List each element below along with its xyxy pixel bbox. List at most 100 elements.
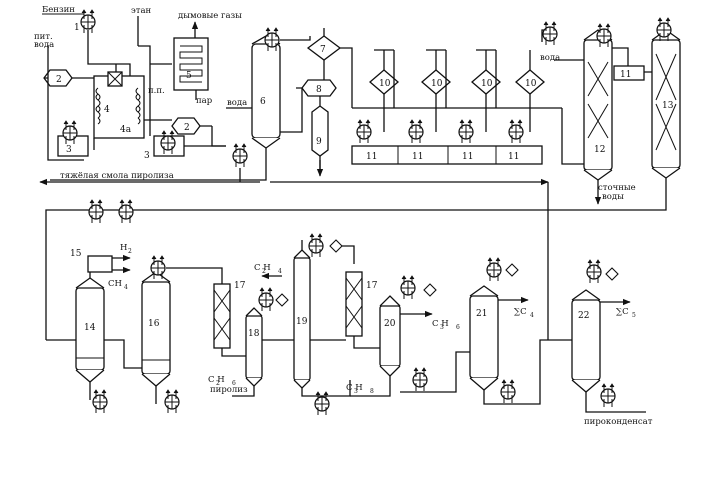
svg-text:4: 4 xyxy=(124,284,128,291)
heat-exchanger-1 xyxy=(80,9,96,34)
hx-19 xyxy=(308,233,324,258)
c2h6-label: C H xyxy=(208,375,225,385)
unit-11b-label: 11 xyxy=(412,152,423,162)
hx-22 xyxy=(586,259,602,284)
hx-11b xyxy=(408,119,424,144)
hx-14-bottom xyxy=(92,389,108,414)
unit-10c-label: 10 xyxy=(481,79,493,89)
drum-15 xyxy=(87,255,113,273)
voda2-label: вода xyxy=(540,53,560,63)
hx-18 xyxy=(258,287,274,312)
unit-4a-label: 4а xyxy=(120,125,132,135)
hx-22-bottom xyxy=(600,383,616,408)
reflux-19 xyxy=(329,239,343,253)
pit-label: пит. xyxy=(34,32,53,42)
hx-21-bottom xyxy=(500,379,516,404)
column-6 xyxy=(251,43,281,139)
svg-text:6: 6 xyxy=(232,380,236,387)
svg-text:4: 4 xyxy=(530,312,534,319)
hx-bottom-1 xyxy=(88,199,104,224)
compression-piping xyxy=(352,49,562,132)
voda1-label: вода xyxy=(227,98,247,108)
top-left-piping xyxy=(44,30,226,161)
separators-10 xyxy=(369,69,545,95)
hx-20-bottom xyxy=(412,367,428,392)
column-18 xyxy=(245,315,263,379)
hx-11a xyxy=(356,119,372,144)
sep-piping xyxy=(280,28,353,172)
reflux-22 xyxy=(605,267,619,281)
unit-2-label: 2 xyxy=(56,75,62,85)
column-20 xyxy=(379,305,401,367)
pp-label: п.п. xyxy=(148,86,165,96)
sc5-label: ∑C xyxy=(616,307,629,317)
unit-9-label: 9 xyxy=(316,137,322,147)
svg-text:5: 5 xyxy=(632,312,636,319)
hx-12-top xyxy=(542,21,558,46)
benzin-label: Бензин xyxy=(42,5,75,15)
hx-bottom-2 xyxy=(118,199,134,224)
unit-20-label: 20 xyxy=(384,319,396,329)
unit-17b-label: 17 xyxy=(366,281,378,291)
c3h8-label: C H xyxy=(346,383,363,393)
unit-6-label: 6 xyxy=(260,97,266,107)
unit-3b-label: 3 xyxy=(144,151,150,161)
c2h4-label: C H xyxy=(254,263,271,273)
hx-21 xyxy=(486,257,502,282)
compressor-11 xyxy=(351,145,543,165)
svg-text:3: 3 xyxy=(440,324,444,331)
unit-10b-label: 10 xyxy=(431,79,443,89)
unit-13-label: 13 xyxy=(662,101,674,111)
unit-15-label: 15 xyxy=(70,249,82,259)
svg-text:2: 2 xyxy=(262,268,266,275)
svg-text:6: 6 xyxy=(456,324,460,331)
ch4-label: CH xyxy=(108,279,122,289)
reflux-20 xyxy=(423,283,437,297)
svg-text:4: 4 xyxy=(278,268,282,275)
drum-8 xyxy=(301,79,337,97)
unit-11d-label: 11 xyxy=(508,152,519,162)
unit-7-label: 7 xyxy=(320,45,326,55)
unit-11c-label: 11 xyxy=(462,152,473,162)
piroliz-label: пиролиз xyxy=(210,385,248,395)
unit-19-label: 19 xyxy=(296,317,308,327)
unit-3-label: 3 xyxy=(66,145,72,155)
compressor-11-5 xyxy=(613,65,645,81)
col6-piping xyxy=(50,107,267,182)
svg-text:3: 3 xyxy=(354,388,358,395)
svg-text:8: 8 xyxy=(370,388,374,395)
pit-voda-label: вода xyxy=(34,40,54,50)
flue-gas-label: дымовые газы xyxy=(178,11,242,21)
unit-2b-label: 2 xyxy=(184,123,190,133)
etan-label: этан xyxy=(131,6,152,16)
unit-4-label: 4 xyxy=(104,105,110,115)
unit-11e-label: 11 xyxy=(620,70,631,80)
coil-4 xyxy=(95,87,101,125)
unit-10a-label: 10 xyxy=(379,79,391,89)
c3h6-label: C H xyxy=(432,319,449,329)
resin-label: тяжёлая смола пиролиза xyxy=(60,171,174,181)
hx-6-bottom xyxy=(232,143,248,168)
unit-8-label: 8 xyxy=(316,85,322,95)
svg-text:2: 2 xyxy=(128,248,132,255)
coil-4a xyxy=(135,87,141,125)
reflux-18 xyxy=(275,293,289,307)
unit-16-label: 16 xyxy=(148,319,160,329)
hx-16-bottom xyxy=(164,389,180,414)
bottom-feed-line xyxy=(45,178,667,340)
unit-14-label: 14 xyxy=(84,323,96,333)
pirokondensat-label: пироконденсат xyxy=(584,417,653,427)
unit-18-label: 18 xyxy=(248,329,260,339)
unit-22-label: 22 xyxy=(578,311,589,321)
stochnye1-label: сточные xyxy=(598,183,636,193)
hx-11c xyxy=(458,119,474,144)
unit-10d-label: 10 xyxy=(525,79,537,89)
par-label: пар xyxy=(196,96,213,106)
hx-11d xyxy=(508,119,524,144)
h2-label: H xyxy=(120,243,127,253)
hx-20 xyxy=(400,275,416,300)
unit-17a-label: 17 xyxy=(234,281,246,291)
reflux-21 xyxy=(505,263,519,277)
